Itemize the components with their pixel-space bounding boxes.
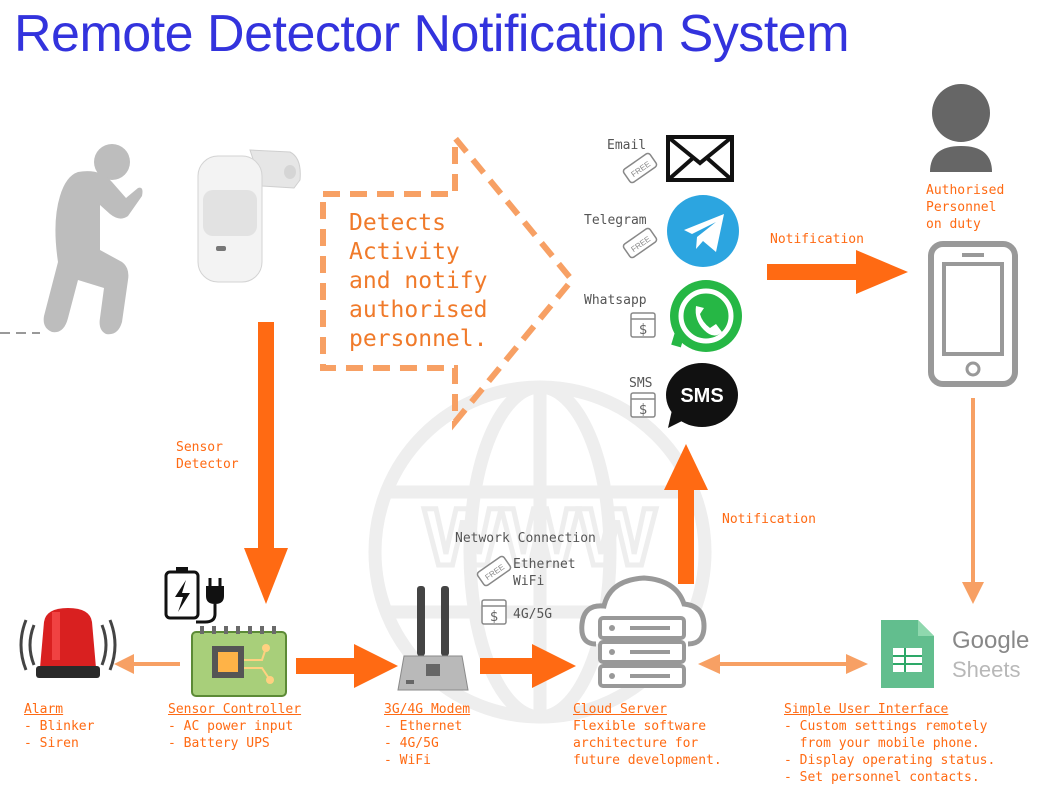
whatsapp-label: Whatsapp [584,293,647,308]
motion-sensor-icon [197,149,301,283]
sheets-wordmark: Sheets [952,657,1021,682]
google-wordmark: Google [952,627,1029,654]
google-sheets-icon [881,620,934,688]
page-title: Remote Detector Notification System [14,5,850,63]
paid-tag-icon: $ [481,599,507,625]
ui-caption: Simple User Interface - Custom settings … [784,702,996,785]
channels-to-personnel-arrowhead [856,250,908,294]
svg-text:$: $ [639,402,647,418]
notification-label-mid: Notification [722,512,816,527]
intruder-icon [43,144,143,335]
sensor-controller-board-icon [191,626,287,697]
telegram-label: Telegram [584,213,647,228]
modem-to-cloud-arrowhead [532,644,576,688]
network-paid-option: 4G/5G [513,607,553,622]
controller-to-modem-arrow [296,658,356,674]
controller-to-alarm-arrowhead [114,654,134,674]
globe-www-text: WWW [424,492,657,583]
network-connection-label: Network Connection [455,531,596,546]
sms-label: SMS [629,376,653,391]
personnel-label: Authorised Personnel on duty [926,183,1005,232]
personnel-avatar-icon [930,84,992,172]
cloud-to-channels-arrow [678,488,694,584]
mobile-phone-icon [928,241,1018,387]
detect-line: authorised [349,297,488,323]
paid-tag-icon: $ [630,312,656,338]
email-icon [666,135,734,182]
controller-to-modem-arrowhead [354,644,398,688]
modem-to-cloud-arrow [480,658,534,674]
alarm-caption: Alarm - Blinker - Siren [24,702,95,751]
detect-line: Detects [349,210,446,236]
detect-line: and notify [349,268,488,294]
cloud-sheets-arrowhead-left [698,654,720,674]
cloud-server-icon [579,575,707,688]
controller-caption: Sensor Controller - AC power input - Bat… [168,702,302,751]
paid-tag-icon: $ [630,392,656,418]
network-free-options: Ethernet WiFi [513,557,576,589]
free-tag-icon: FREE [622,227,658,259]
phone-to-sheets-arrowhead [962,582,984,604]
battery-plug-icon [164,567,224,624]
detect-line: personnel. [349,326,488,352]
channels-to-personnel-arrow [767,264,859,280]
detect-line: Activity [349,239,460,265]
sms-icon [666,363,738,428]
sensor-to-controller-arrowhead [244,548,288,604]
alarm-beacon-icon [19,608,117,678]
sms-icon-text: SMS [680,385,723,407]
email-label: Email [607,138,647,153]
svg-text:$: $ [490,609,498,625]
free-tag-icon: FREE [622,152,658,184]
sensor-detector-label: Sensor Detector [176,440,239,472]
modem-caption: 3G/4G Modem - Ethernet - 4G/5G - WiFi [384,702,471,768]
cloud-sheets-arrowhead-right [846,654,868,674]
modem-router-icon [397,586,469,691]
notification-label-top: Notification [770,232,864,247]
sensor-to-controller-arrow [258,322,274,550]
whatsapp-icon [670,280,742,352]
detect-dashed-arrow [320,129,576,431]
cloud-caption: Cloud Server Flexible software architect… [573,702,722,768]
flow-arrows [244,250,908,688]
telegram-icon [667,195,739,267]
detect-notify-text: Detects Activity and notify authorised p… [349,209,487,354]
thin-arrows [114,398,984,674]
cloud-to-channels-arrowhead [664,444,708,490]
svg-text:$: $ [639,322,647,338]
